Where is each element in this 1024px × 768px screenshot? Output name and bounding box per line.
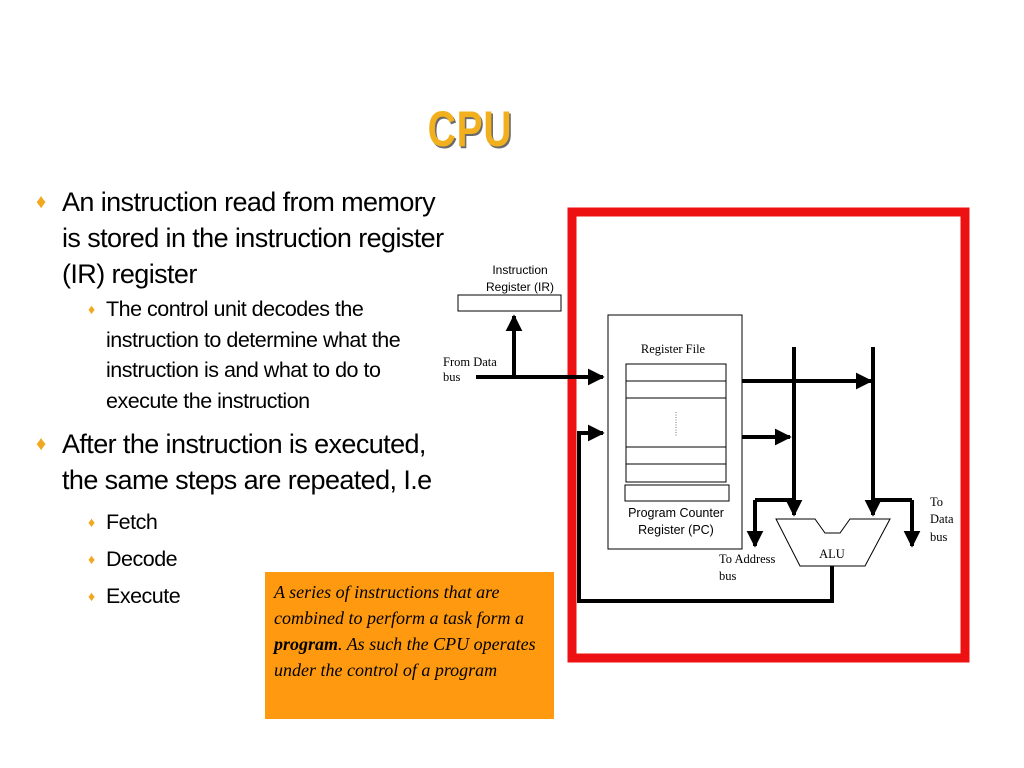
register-file-label: Register File: [641, 342, 706, 356]
bullet-repeat: ♦ After the instruction is executed, the…: [34, 426, 454, 498]
from-data-bus-label-1: From Data: [443, 355, 497, 369]
alu-label: ALU: [819, 547, 845, 561]
bullet-ir: ♦ An instruction read from memory is sto…: [34, 184, 454, 292]
pc-label-line1: Program Counter: [628, 506, 724, 520]
instruction-register-box: [457, 294, 562, 312]
diamond-bullet-icon: ♦: [88, 551, 95, 567]
bullet-text: An instruction read from memory is store…: [62, 187, 444, 289]
callout-text-start: A series of instructions that are combin…: [274, 582, 524, 628]
ir-label-line1: Instruction: [492, 263, 547, 277]
diamond-bullet-icon: ♦: [36, 433, 46, 455]
bullet-text: After the instruction is executed, the s…: [62, 429, 432, 495]
sub-bullet-execute: ♦ Execute: [34, 578, 454, 615]
to-data-bus-label-3: bus: [930, 530, 948, 544]
slide-title: CPU: [427, 101, 513, 157]
sub-bullet-text: Fetch: [106, 510, 158, 534]
sub-bullet-text: The control unit decodes the instruction…: [106, 297, 401, 413]
callout-text-end: . As such the CPU operates under the con…: [274, 634, 536, 680]
pc-label-line2: Register (PC): [638, 523, 714, 537]
program-callout-box: A series of instructions that are combin…: [265, 572, 554, 719]
bullet-list: ♦ An instruction read from memory is sto…: [34, 184, 454, 615]
diamond-bullet-icon: ♦: [88, 301, 95, 317]
alu-shape: [775, 518, 891, 567]
sub-bullet-decode-step: ♦ Decode: [34, 541, 454, 578]
sub-bullet-text: Decode: [106, 547, 178, 571]
cpu-boundary-frame: [567, 207, 970, 663]
to-data-bus-label-1: To: [930, 495, 943, 509]
callout-program-word: program: [274, 634, 339, 654]
ir-label-line2: Register (IR): [486, 280, 554, 294]
to-address-bus-label-1: To Address: [719, 552, 776, 566]
diamond-bullet-icon: ♦: [88, 588, 95, 604]
to-data-bus-label-2: Data: [930, 512, 954, 526]
sub-bullet-text: Execute: [106, 584, 181, 608]
alu-feedback-line: [577, 424, 834, 603]
to-address-bus-label-2: bus: [719, 569, 737, 583]
sub-bullet-decode: ♦ The control unit decodes the instructi…: [34, 294, 454, 416]
diamond-bullet-icon: ♦: [36, 191, 46, 213]
program-counter-box: [624, 484, 730, 502]
from-data-bus-label-2: bus: [443, 370, 461, 384]
diamond-bullet-icon: ♦: [88, 514, 95, 530]
sub-bullet-fetch: ♦ Fetch: [34, 504, 454, 541]
